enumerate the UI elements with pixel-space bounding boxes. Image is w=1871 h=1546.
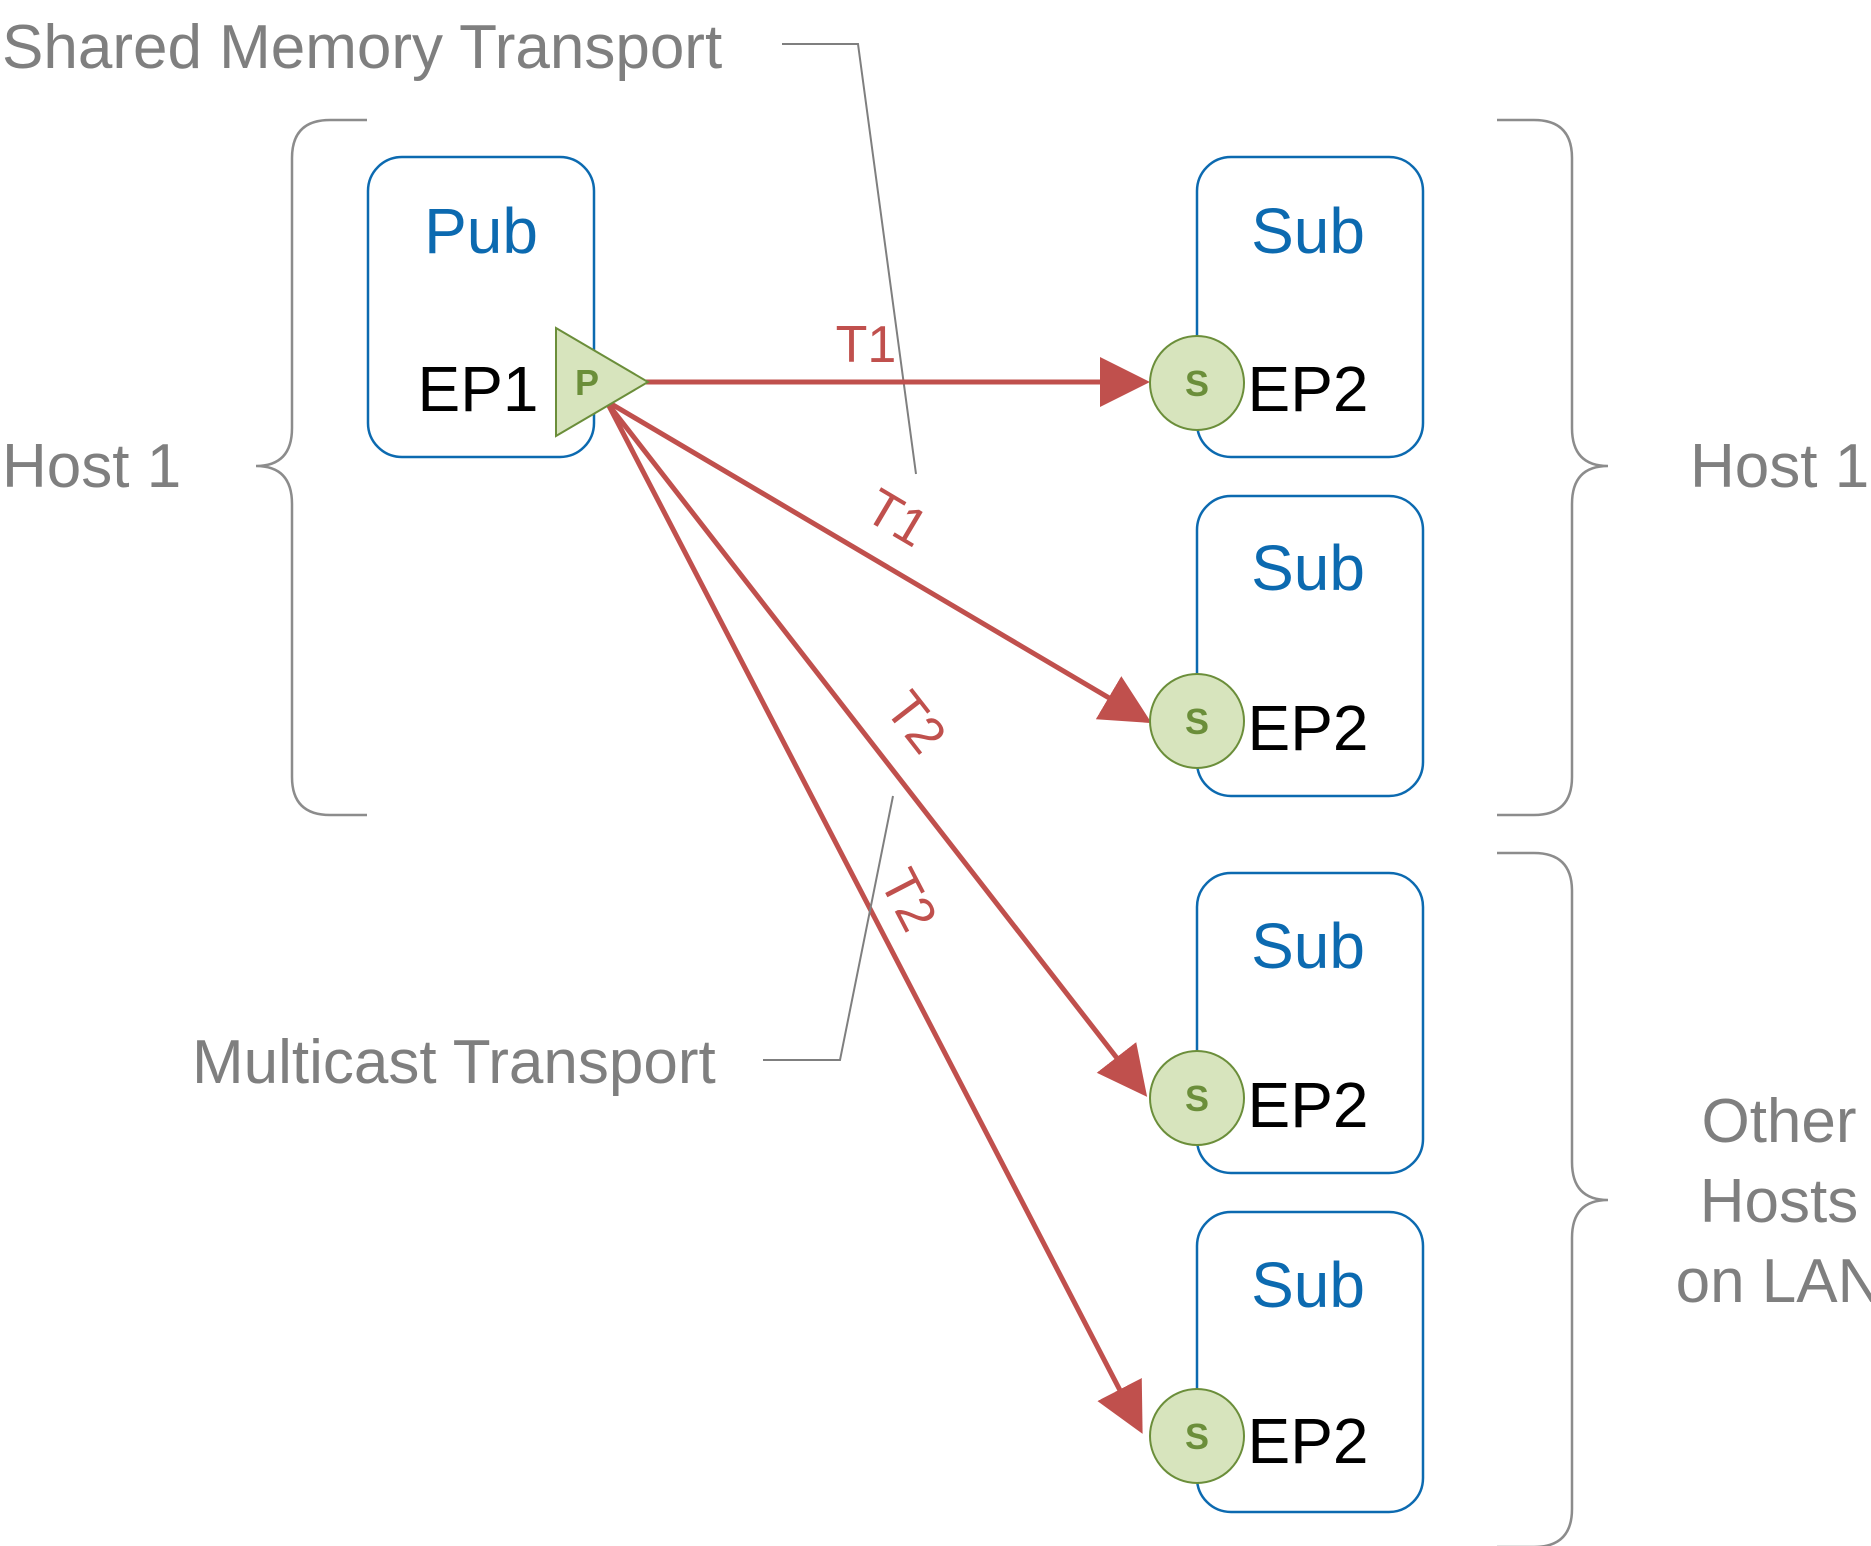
subscriber-port-2 [1149,673,1245,769]
other-hosts-line-3: on LAN [1676,1247,1871,1316]
publisher-port-triangle [555,326,650,438]
edge-label-2: T1 [856,478,938,559]
subscriber-title-4: Sub [1251,1249,1365,1321]
multicast-label: Multicast Transport [192,1028,716,1097]
subscriber-port-3 [1149,1050,1245,1146]
right-brace-other-hosts [1497,851,1609,1546]
subscriber-endpoint-2: EP2 [1248,692,1369,764]
publisher-port-label: P [575,362,599,403]
subscriber-title-3: Sub [1251,910,1365,982]
edge-label-3: T2 [874,681,957,765]
subscriber-endpoint-3: EP2 [1248,1069,1369,1141]
left-brace [255,118,367,817]
edge-arrow-4 [605,402,1143,1434]
multicast-leader [763,795,894,1061]
publisher-box [366,155,596,459]
host-left-label: Host 1 [2,432,181,501]
subscriber-port-label-4: S [1185,1416,1209,1457]
shared-memory-leader [782,43,917,475]
other-hosts-line-2: Hosts [1700,1167,1858,1236]
subscriber-title-2: Sub [1251,532,1365,604]
subscriber-box-2 [1195,494,1425,798]
shared-memory-label: Shared Memory Transport [2,13,722,82]
subscriber-port-1 [1149,335,1245,431]
publisher-endpoint: EP1 [418,353,539,425]
right-brace-host [1497,118,1609,817]
subscriber-title-1: Sub [1251,195,1365,267]
subscriber-endpoint-4: EP2 [1248,1405,1369,1477]
subscriber-port-label-2: S [1185,701,1209,742]
subscriber-port-label-3: S [1185,1078,1209,1119]
subscriber-port-4 [1149,1388,1245,1484]
publisher-title: Pub [424,195,538,267]
host-right-label: Host 1 [1690,432,1869,501]
other-hosts-line-1: Other [1701,1087,1856,1156]
subscriber-box-1 [1195,155,1425,459]
subscriber-port-label-1: S [1185,363,1209,404]
edge-label-1: T1 [836,316,897,374]
subscriber-box-4 [1195,1210,1425,1514]
subscriber-box-3 [1195,871,1425,1175]
subscriber-endpoint-1: EP2 [1248,353,1369,425]
edge-arrow-3 [606,402,1148,1097]
edge-arrow-2 [606,399,1152,724]
